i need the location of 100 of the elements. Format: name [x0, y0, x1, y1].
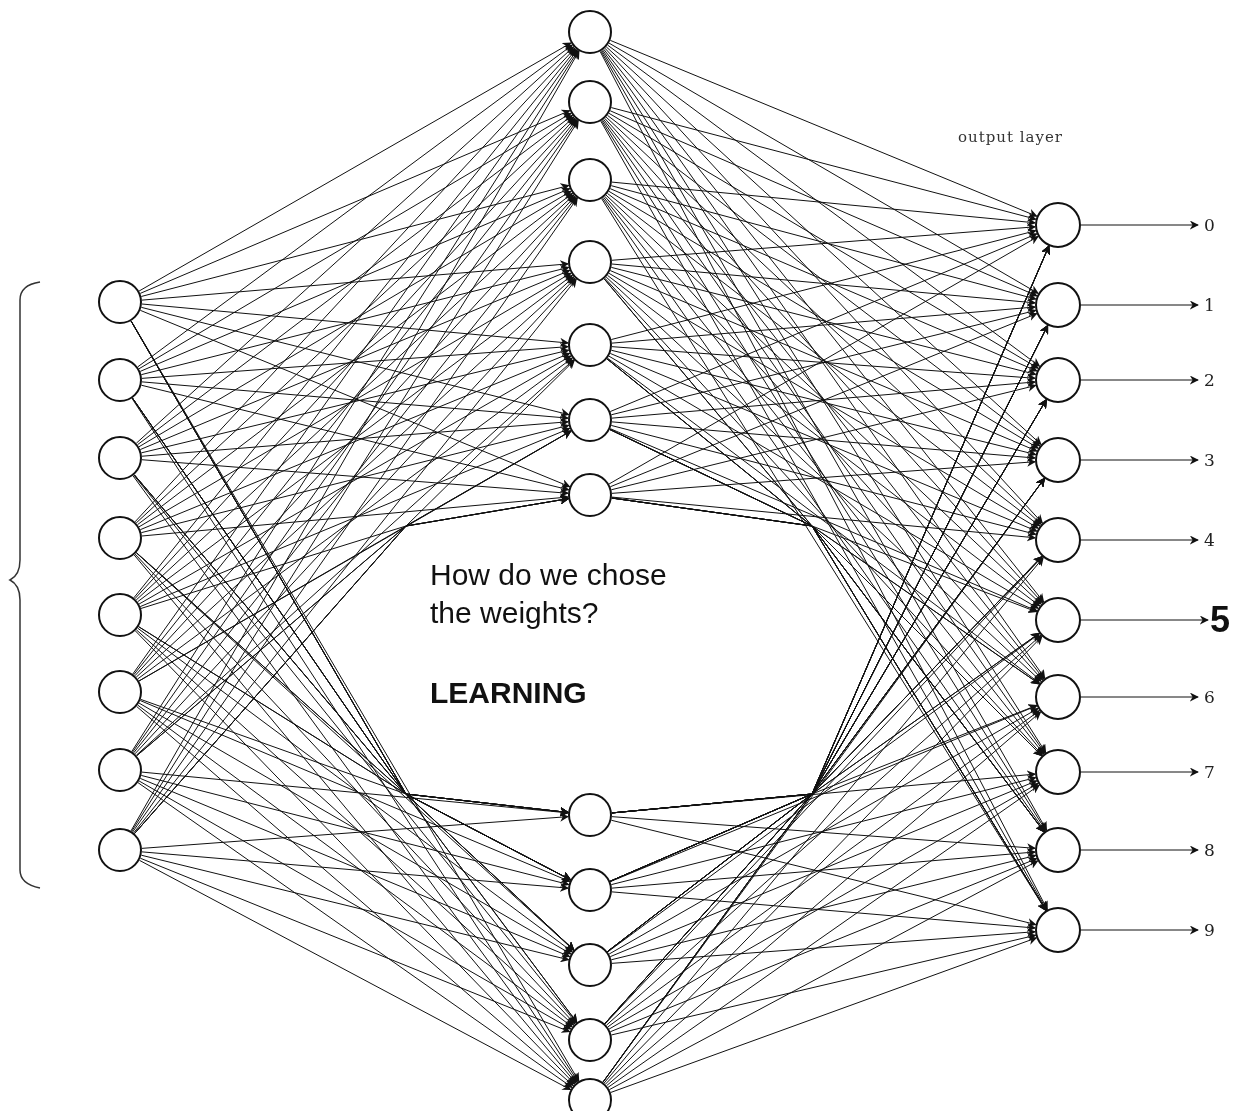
neuron-circle — [568, 80, 612, 124]
arrow — [1080, 300, 1199, 310]
arrow — [611, 378, 1036, 419]
neuron-circle — [1035, 749, 1081, 795]
arrow — [606, 192, 1041, 527]
arrow — [137, 114, 574, 446]
arrow — [611, 222, 1036, 261]
neuron-circle — [1035, 282, 1081, 328]
arrow — [138, 780, 572, 1030]
neuron-circle — [568, 398, 612, 442]
output-digit: 7 — [1198, 760, 1222, 784]
arrow — [611, 891, 1036, 932]
arrow — [137, 357, 574, 680]
arrow — [611, 421, 1036, 462]
neuron-circle — [98, 280, 142, 324]
output-digit: 2 — [1198, 368, 1222, 392]
arrow — [608, 236, 1039, 485]
arrow — [611, 263, 1036, 307]
arrow — [609, 704, 1038, 883]
arrow — [139, 700, 571, 883]
neuron-circle — [568, 473, 612, 517]
arrow — [137, 627, 574, 953]
neuron-circle — [1035, 437, 1081, 483]
arrow — [1080, 767, 1199, 777]
arrow — [1080, 535, 1199, 545]
arrow — [609, 188, 1038, 372]
arrow — [141, 812, 569, 849]
neuron-circle — [98, 748, 142, 792]
neuron-circle — [1035, 907, 1081, 953]
arrow — [607, 784, 1040, 1088]
arrow — [609, 428, 1038, 612]
arrow — [140, 264, 570, 376]
arrow — [607, 44, 1041, 367]
neuron-circle — [1035, 517, 1081, 563]
arrow — [138, 626, 572, 881]
layer-label: output layer — [958, 128, 1064, 146]
arrow — [608, 190, 1040, 449]
output-digit: 9 — [1198, 918, 1222, 942]
arrow — [140, 422, 570, 534]
neuron-circle — [98, 516, 142, 560]
arrow — [611, 496, 1036, 542]
arrow — [610, 932, 1037, 1036]
arrow — [137, 44, 574, 368]
output-digit: 5 — [1208, 600, 1234, 640]
arrow — [138, 272, 572, 528]
arrow — [608, 860, 1039, 1091]
arrow — [139, 427, 571, 608]
arrow — [607, 633, 1041, 953]
neuron-circle — [98, 828, 142, 872]
arrow — [141, 303, 569, 347]
neuron-circle — [98, 593, 142, 637]
arrow — [140, 183, 570, 297]
arrow — [605, 276, 1042, 682]
arrow — [135, 116, 575, 524]
arrow — [135, 359, 575, 756]
output-digit: 3 — [1198, 448, 1222, 472]
arrow — [141, 381, 569, 422]
arrow — [139, 187, 571, 372]
neuron-circle — [1035, 674, 1081, 720]
arrow — [607, 357, 1041, 684]
arrow — [137, 704, 574, 1028]
arrow — [605, 46, 1042, 446]
arrow — [138, 355, 572, 605]
neuron-circle — [568, 793, 612, 837]
arrow — [140, 774, 570, 887]
arrow — [136, 705, 575, 1087]
arrow — [610, 424, 1037, 537]
arrow — [138, 859, 572, 1091]
arrow — [608, 42, 1039, 294]
arrow — [1080, 455, 1199, 465]
arrow — [609, 110, 1038, 297]
arrow — [1080, 845, 1199, 855]
neuron-circle — [1035, 357, 1081, 403]
arrow — [609, 779, 1038, 958]
arrow — [137, 274, 574, 603]
arrow — [609, 632, 1040, 882]
arrow — [141, 771, 569, 817]
neuron-circle — [98, 436, 142, 480]
arrow — [138, 42, 572, 292]
arrow — [141, 417, 569, 457]
arrow — [141, 493, 569, 537]
arrow — [610, 228, 1037, 341]
arrow — [139, 352, 571, 531]
arrow — [139, 857, 571, 1033]
output-digit: 0 — [1198, 213, 1222, 237]
arrow — [140, 384, 570, 493]
arrow — [610, 185, 1037, 302]
arrow — [1080, 220, 1199, 230]
arrow — [139, 269, 571, 451]
arrow — [1080, 692, 1199, 702]
neuron-circle — [98, 358, 142, 402]
arrow — [135, 552, 575, 951]
arrow — [610, 853, 1037, 961]
arrow — [608, 782, 1039, 1030]
arrow — [609, 857, 1038, 1033]
neuron-circle — [98, 670, 142, 714]
arrow — [611, 816, 1036, 853]
arrow — [609, 312, 1038, 488]
arrow — [611, 457, 1036, 494]
arrow — [610, 349, 1037, 457]
